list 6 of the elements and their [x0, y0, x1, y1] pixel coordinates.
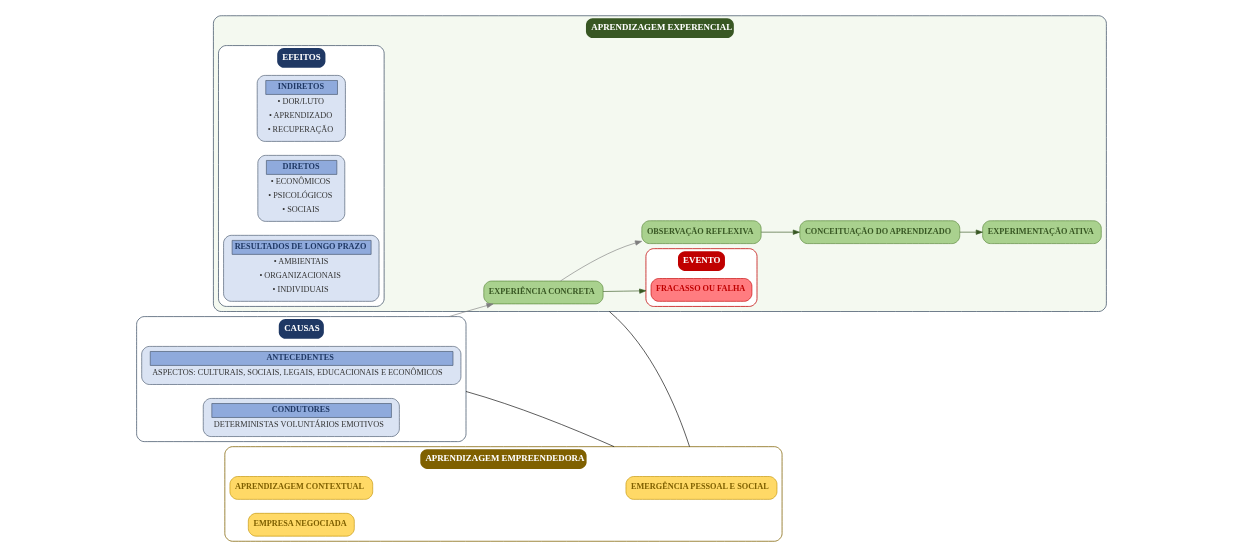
arrow	[959, 229, 983, 235]
arrow	[602, 288, 647, 294]
arrow	[448, 303, 494, 317]
connector	[465, 391, 615, 447]
arrow	[560, 240, 642, 282]
arrow	[761, 229, 800, 235]
